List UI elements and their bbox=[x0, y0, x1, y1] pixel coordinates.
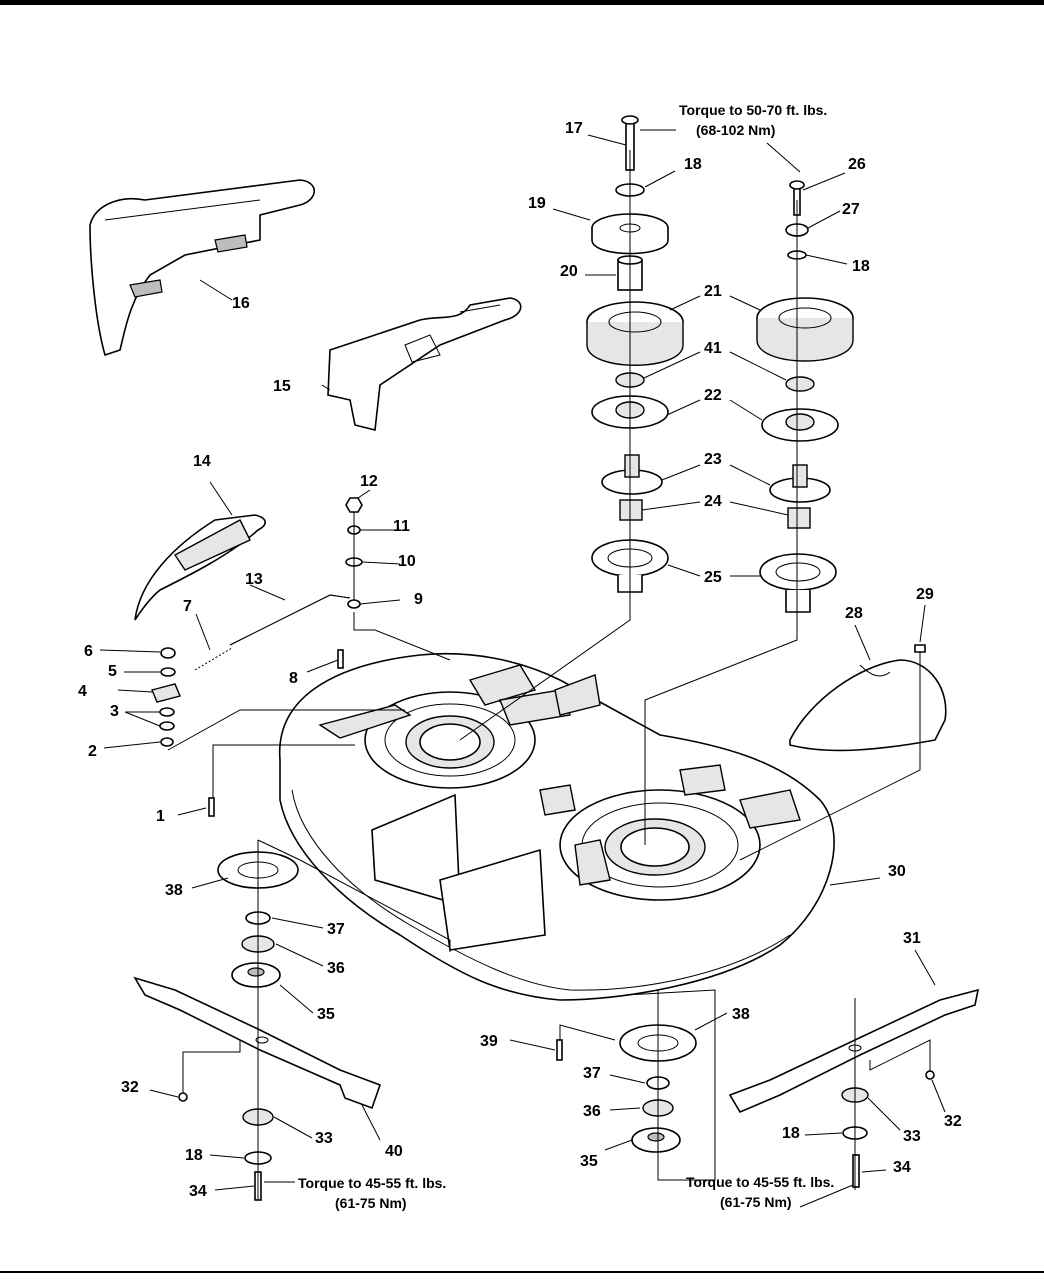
callout-27: 27 bbox=[842, 201, 860, 218]
callout-36-right: 36 bbox=[583, 1103, 601, 1120]
callout-23: 23 bbox=[704, 451, 722, 468]
torque-note-right-line1: Torque to 45-55 ft. lbs. bbox=[686, 1174, 834, 1190]
callout-2: 2 bbox=[88, 743, 97, 760]
part-14-mulching-plug bbox=[134, 514, 266, 621]
callout-34-right: 34 bbox=[893, 1159, 911, 1176]
part-7-spring bbox=[194, 647, 233, 671]
torque-note-top-line2: (68-102 Nm) bbox=[696, 122, 775, 138]
callout-28: 28 bbox=[845, 605, 863, 622]
left-spindle-stack bbox=[586, 115, 684, 600]
callout-30: 30 bbox=[888, 863, 906, 880]
callout-5: 5 bbox=[108, 663, 117, 680]
right-blade-stack bbox=[619, 988, 980, 1190]
callout-12: 12 bbox=[360, 473, 378, 490]
callout-6: 6 bbox=[84, 643, 93, 660]
callout-34-left: 34 bbox=[189, 1183, 207, 1200]
hardware-stack-left bbox=[151, 647, 181, 747]
callout-18-lower-right: 18 bbox=[782, 1125, 800, 1142]
callout-32-right: 32 bbox=[944, 1113, 962, 1130]
callout-11: 11 bbox=[393, 518, 410, 535]
callout-33-right: 33 bbox=[903, 1128, 921, 1145]
callout-40: 40 bbox=[385, 1143, 403, 1160]
callout-39: 39 bbox=[480, 1033, 498, 1050]
top-border bbox=[0, 0, 1044, 5]
callout-20: 20 bbox=[560, 263, 578, 280]
callout-33-left: 33 bbox=[315, 1130, 333, 1147]
callout-4: 4 bbox=[78, 683, 87, 700]
callout-10: 10 bbox=[398, 553, 416, 570]
callout-31: 31 bbox=[903, 930, 921, 947]
callout-37-right: 37 bbox=[583, 1065, 601, 1082]
callout-35-left: 35 bbox=[317, 1006, 335, 1023]
callout-29: 29 bbox=[916, 586, 934, 603]
callout-32-left: 32 bbox=[121, 1079, 139, 1096]
callout-18-lower-left: 18 bbox=[185, 1147, 203, 1164]
part-15-belt-cover bbox=[327, 297, 522, 431]
callout-labels: 1 2 3 4 5 6 7 8 9 10 11 12 13 14 15 16 1… bbox=[78, 120, 962, 1200]
callout-24: 24 bbox=[704, 493, 722, 510]
callout-13: 13 bbox=[245, 571, 263, 588]
right-spindle-stack bbox=[756, 180, 854, 613]
callout-19: 19 bbox=[528, 195, 546, 212]
torque-notes: Torque to 50-70 ft. lbs. (68-102 Nm) Tor… bbox=[298, 102, 834, 1211]
part-13-anti-scalp-rod bbox=[229, 594, 351, 646]
callout-3: 3 bbox=[110, 703, 119, 720]
torque-note-left-line2: (61-75 Nm) bbox=[335, 1195, 407, 1211]
callout-18-right: 18 bbox=[852, 258, 870, 275]
callout-17: 17 bbox=[565, 120, 583, 137]
callout-36-left: 36 bbox=[327, 960, 345, 977]
torque-note-right-line2: (61-75 Nm) bbox=[720, 1194, 792, 1210]
leader-lines bbox=[99, 129, 946, 1208]
callout-25: 25 bbox=[704, 569, 722, 586]
callout-18-top: 18 bbox=[684, 156, 702, 173]
callout-16: 16 bbox=[232, 295, 250, 312]
callout-41: 41 bbox=[704, 340, 722, 357]
callout-37-left: 37 bbox=[327, 921, 345, 938]
callout-21: 21 bbox=[704, 283, 722, 300]
bolts-misc bbox=[178, 644, 935, 1102]
part-28-pulley-cover bbox=[789, 659, 947, 752]
bottom-border bbox=[0, 1271, 1044, 1273]
callout-8: 8 bbox=[289, 670, 298, 687]
callout-38-left: 38 bbox=[165, 882, 183, 899]
callout-38-right: 38 bbox=[732, 1006, 750, 1023]
callout-1: 1 bbox=[156, 808, 165, 825]
hardware-stack-center bbox=[345, 497, 363, 609]
callout-35-right: 35 bbox=[580, 1153, 598, 1170]
callout-15: 15 bbox=[273, 378, 291, 395]
callout-14: 14 bbox=[193, 453, 211, 470]
left-blade-stack bbox=[133, 840, 382, 1201]
callout-22: 22 bbox=[704, 387, 722, 404]
callout-26: 26 bbox=[848, 156, 866, 173]
torque-note-top-line1: Torque to 50-70 ft. lbs. bbox=[679, 102, 827, 118]
callout-7: 7 bbox=[183, 598, 192, 615]
mower-deck-housing bbox=[278, 652, 835, 1001]
callout-9: 9 bbox=[414, 591, 423, 608]
torque-note-left-line1: Torque to 45-55 ft. lbs. bbox=[298, 1175, 446, 1191]
part-16-rear-shield bbox=[89, 179, 316, 357]
